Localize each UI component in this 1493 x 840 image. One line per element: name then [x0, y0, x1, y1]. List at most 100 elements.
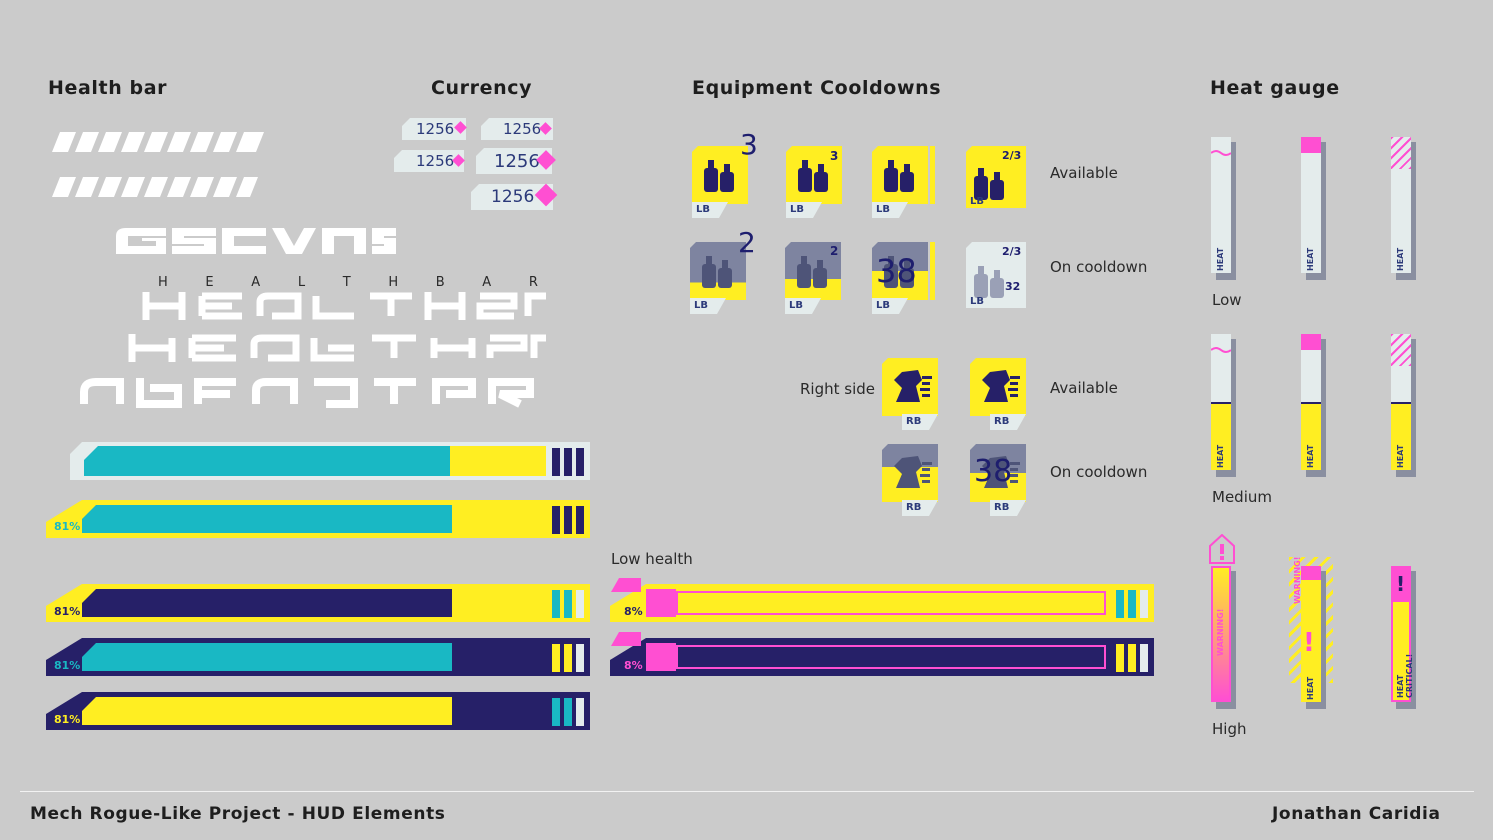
critical-text: HEAT CRITICAL! [1396, 653, 1414, 698]
charge-count: 3 [830, 149, 839, 163]
heat-text: HEAT [1396, 444, 1405, 468]
footer-author: Jonathan Caridia [1272, 804, 1441, 824]
health-percent: 81% [54, 713, 81, 726]
healthbar-logotype-small [116, 228, 396, 254]
cooldown-lb-available-fraction: LB [966, 146, 1026, 208]
heat-indicator [1301, 334, 1321, 350]
health-fill-magenta [646, 643, 676, 671]
cooldown-timer: 38 [974, 454, 1013, 489]
shield-pip [564, 448, 572, 476]
heat-indicator [1391, 566, 1411, 602]
shield-pip [552, 506, 560, 534]
health-fill-teal [84, 446, 450, 476]
heat-fill [1211, 402, 1231, 470]
heat-text: HEAT [1216, 247, 1225, 271]
health-bar-navy-teal [46, 638, 590, 676]
health-fill-navy [82, 589, 452, 617]
rb-tag: RB [990, 500, 1026, 516]
heat-fill [1301, 402, 1321, 470]
cooldown-rb-available: RB [882, 358, 938, 430]
heat-text: HEAT [1306, 247, 1315, 271]
warning-text: WARNING! [1293, 556, 1302, 604]
heat-gauge-medium-2: HEAT [1301, 334, 1321, 470]
currency-pill: 1256 [402, 118, 466, 140]
cooldown-rb-available-2: RB [970, 358, 1026, 430]
shield-pip [564, 698, 572, 726]
heat-wave-icon [1211, 150, 1231, 156]
shield-pip [576, 590, 584, 618]
shield-pip [1140, 590, 1148, 618]
heat-indicator [1301, 137, 1321, 153]
heat-medium-label: Medium [1212, 488, 1272, 506]
health-percent: 8% [624, 659, 643, 672]
right-side-label: Right side [800, 380, 875, 398]
lb-tag: LB [970, 296, 984, 307]
warning-icon [1209, 534, 1235, 564]
letter: A [251, 275, 261, 290]
low-health-bar-yellow [610, 584, 1154, 622]
health-outline [676, 591, 1106, 615]
health-fill-teal [82, 505, 452, 533]
healthbar-logotype-large-2 [128, 334, 546, 362]
heat-hatch [1391, 334, 1411, 366]
grenade-icon [702, 256, 732, 288]
heat-gauge-low-1: HEAT [1211, 137, 1231, 273]
heat-text: HEAT [1306, 676, 1315, 700]
cooldown-lb-cooling-small: LB [785, 242, 841, 314]
heat-fill [1391, 402, 1411, 470]
heat-heading: Heat gauge [1210, 77, 1340, 99]
charge-count: 2 [738, 226, 756, 259]
footer-title: Mech Rogue-Like Project - HUD Elements [30, 804, 446, 824]
logotype-graphic [116, 228, 396, 254]
low-health-label: Low health [611, 550, 693, 568]
on-cooldown-label: On cooldown [1050, 258, 1148, 276]
lb-tag: LB [872, 202, 908, 218]
shield-pip [552, 590, 560, 618]
grenade-icon [974, 266, 1004, 298]
cooldown-timer: 32 [1005, 280, 1021, 293]
health-bar-pale [70, 442, 590, 480]
grenade-icon [797, 256, 827, 288]
heat-gauge-high-2: ! HEAT [1301, 566, 1321, 702]
lb-tag: LB [786, 202, 822, 218]
heat-indicator [1301, 566, 1321, 580]
shield-pip [1116, 644, 1124, 672]
currency-value: 1256 [494, 150, 540, 172]
cooldown-rb-cooling-timer: RB [970, 444, 1026, 516]
charge-pips [930, 242, 935, 300]
lb-tag: LB [690, 298, 726, 314]
segmented-health-graphic [52, 132, 264, 152]
grenade-icon [798, 160, 828, 192]
letter: L [297, 275, 306, 290]
cooldown-lb-cooling-fraction: LB [966, 242, 1026, 308]
shield-pip [564, 506, 572, 534]
grenade-icon [884, 160, 914, 192]
health-fill-yellow [450, 446, 546, 476]
shield-pip [552, 698, 560, 726]
letter: T [342, 275, 351, 290]
cooldown-lb-available-pips: LB [872, 146, 928, 218]
shield-pip [1128, 590, 1136, 618]
cooldown-rb-cooling: RB [882, 444, 938, 516]
currency-value: 1256 [416, 152, 455, 170]
currency-pill: 1256 [471, 184, 553, 210]
currency-pill: 1256 [481, 118, 553, 140]
footer-divider [20, 791, 1474, 792]
letter: R [528, 275, 538, 290]
heat-gauge-low-2: HEAT [1301, 137, 1321, 273]
heat-gauge-low-3: HEAT [1391, 137, 1411, 273]
healthbar-logotype-large-3 [80, 378, 534, 408]
equipment-heading: Equipment Cooldowns [692, 77, 942, 99]
warning-text: WARNING! [1216, 608, 1225, 656]
grenade-icon [704, 160, 734, 192]
letter: B [435, 275, 445, 290]
letter: E [205, 275, 214, 290]
exclamation-icon: ! [1303, 628, 1315, 658]
heat-gauge-high-3: ! HEAT CRITICAL! [1391, 566, 1414, 702]
heat-high-label: High [1212, 720, 1247, 738]
shield-pip [1116, 590, 1124, 618]
currency-pill: 1256 [394, 150, 464, 172]
charge-pips [930, 146, 935, 204]
cooldown-lb-cooling-large: LB [690, 242, 746, 314]
rb-tag: RB [902, 414, 938, 430]
